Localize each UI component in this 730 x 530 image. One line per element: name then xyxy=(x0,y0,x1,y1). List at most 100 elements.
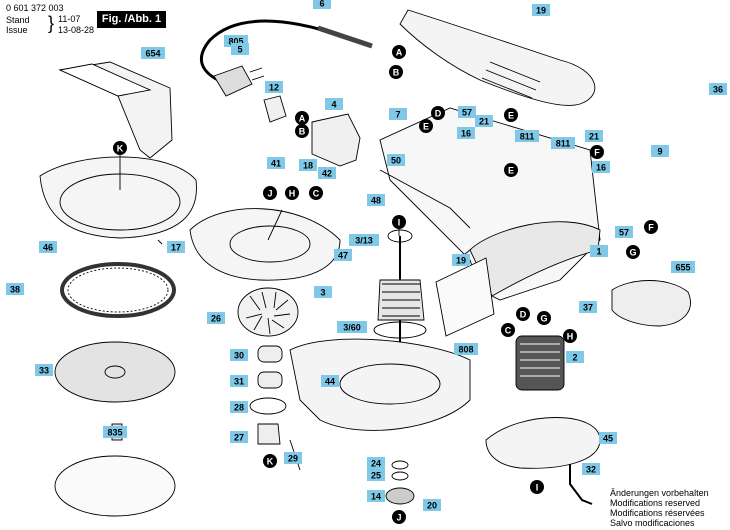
part-label-box xyxy=(337,321,367,333)
fan-blades xyxy=(245,291,291,335)
part-label-text: 811 xyxy=(520,132,535,142)
part-label-48: 48 xyxy=(367,194,385,206)
part-label-box xyxy=(566,351,584,363)
part-label-box xyxy=(582,463,600,475)
parts-drawing xyxy=(39,9,691,517)
part-label-14: 14 xyxy=(367,490,385,502)
reference-letter-c: C xyxy=(309,186,323,200)
reference-letter-circle xyxy=(590,145,604,159)
part-label-811: 811 xyxy=(551,137,575,149)
part-label-7: 7 xyxy=(389,108,407,120)
reference-letter-e: E xyxy=(504,108,518,122)
part-label-text: 5 xyxy=(237,45,242,55)
part-label-text: 9 xyxy=(657,147,662,157)
footer-note: Salvo modificaciones xyxy=(610,518,695,528)
part-label-16: 16 xyxy=(592,161,610,173)
issue-label: Issue xyxy=(6,25,28,35)
housing-grip xyxy=(469,221,601,297)
part-label-box xyxy=(367,457,385,469)
part-label-box xyxy=(230,401,248,413)
reference-letter-circle xyxy=(501,323,515,337)
part-label-46: 46 xyxy=(39,241,57,253)
part-label-text: 6 xyxy=(319,0,324,9)
reference-letter-circle xyxy=(392,215,406,229)
reference-letter-a: A xyxy=(295,111,309,125)
reference-letter-circle xyxy=(392,510,406,524)
part-label-38: 38 xyxy=(6,283,24,295)
part-label-box xyxy=(367,194,385,206)
reference-letter-g: G xyxy=(626,245,640,259)
reference-letter-text: I xyxy=(398,218,401,228)
reference-letter-circle xyxy=(530,480,544,494)
figure-label: Fig. /Abb. 1 xyxy=(97,11,166,28)
part-label-box xyxy=(284,452,302,464)
washer xyxy=(391,471,409,481)
reference-letter-circle xyxy=(516,307,530,321)
reference-letter-k: K xyxy=(113,141,127,155)
reference-letter-b: B xyxy=(295,124,309,138)
reference-letter-f: F xyxy=(644,220,658,234)
reference-letter-d: D xyxy=(431,106,445,120)
part-label-text: 654 xyxy=(145,49,160,59)
stand-brace: } xyxy=(48,13,55,33)
part-label-57: 57 xyxy=(458,106,476,118)
reference-letter-e: E xyxy=(504,163,518,177)
reference-letter-i: I xyxy=(392,215,406,229)
part-label-text: 7 xyxy=(395,110,400,120)
reference-letter-circle xyxy=(295,124,309,138)
footer-note: Änderungen vorbehalten xyxy=(610,488,709,498)
part-label-45: 45 xyxy=(599,432,617,444)
part-label-text: 30 xyxy=(234,351,244,361)
reference-letter-text: F xyxy=(648,223,654,233)
bearing xyxy=(257,371,283,389)
plug-pins xyxy=(249,67,265,81)
reference-letter-text: B xyxy=(393,68,400,78)
part-label-text: 31 xyxy=(234,377,244,387)
part-label-text: 24 xyxy=(371,459,381,469)
part-label-17: 17 xyxy=(167,241,185,253)
reference-letter-text: D xyxy=(520,310,527,320)
part-label-text: 38 xyxy=(10,285,20,295)
part-label-box xyxy=(579,301,597,313)
reference-letter-text: E xyxy=(423,122,429,132)
part-label-box xyxy=(267,157,285,169)
part-label-text: 16 xyxy=(461,129,471,139)
part-label-box xyxy=(387,154,405,166)
part-label-text: 16 xyxy=(596,163,606,173)
part-label-box xyxy=(265,81,283,93)
field-winding xyxy=(520,343,560,377)
part-label-box xyxy=(475,115,493,127)
part-label-28: 28 xyxy=(230,401,248,413)
part-label-30: 30 xyxy=(230,349,248,361)
retaining-ring xyxy=(249,397,287,415)
reference-letter-text: F xyxy=(594,148,600,158)
part-label-835: 835 xyxy=(103,426,127,438)
part-label-box xyxy=(321,375,339,387)
part-label-box xyxy=(590,245,608,257)
reference-letter-text: H xyxy=(567,332,574,342)
reference-letter-text: E xyxy=(508,111,514,121)
part-label-text: 45 xyxy=(603,434,613,444)
footer-note: Modifications réservées xyxy=(610,508,705,518)
part-label-47: 47 xyxy=(334,249,352,261)
issue-value: 13-08-28 xyxy=(58,25,95,35)
reference-letter-circle xyxy=(537,311,551,325)
reference-letter-text: J xyxy=(396,513,401,523)
dust-bag-flap xyxy=(58,63,152,97)
eccentric xyxy=(257,423,281,445)
part-label-box xyxy=(423,499,441,511)
leader-lines xyxy=(119,150,471,471)
reference-letter-f: F xyxy=(590,145,604,159)
part-label-21: 21 xyxy=(475,115,493,127)
reference-letter-text: A xyxy=(299,114,306,124)
reference-letter-circle xyxy=(563,329,577,343)
part-label-box xyxy=(231,43,249,55)
power-cord xyxy=(199,19,353,84)
armature-winding xyxy=(382,283,420,317)
fan-impeller xyxy=(237,287,299,337)
reference-letter-b: B xyxy=(389,65,403,79)
reference-letter-circle xyxy=(389,65,403,79)
part-label-box xyxy=(452,254,470,266)
part-label-box xyxy=(39,241,57,253)
part-label-19: 19 xyxy=(452,254,470,266)
